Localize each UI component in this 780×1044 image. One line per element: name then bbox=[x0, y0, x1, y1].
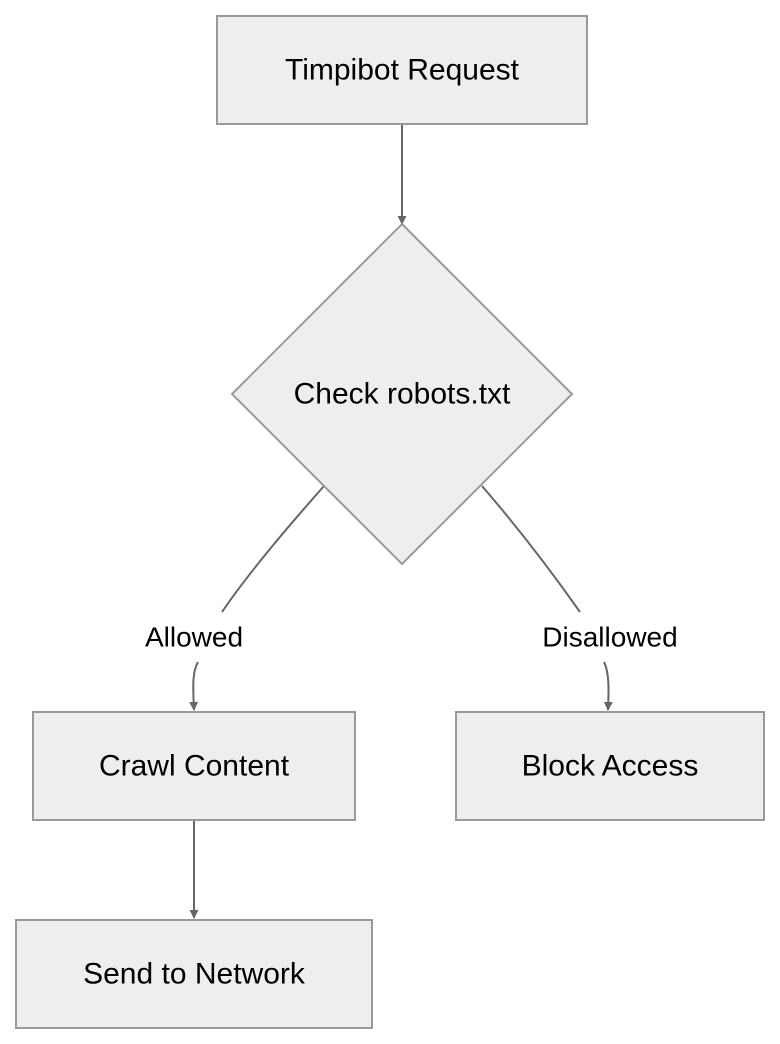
node-timpibot-request: Timpibot Request bbox=[216, 15, 588, 125]
edge-check-to-allowed-label bbox=[221, 485, 325, 613]
node-crawl-content-label: Crawl Content bbox=[99, 750, 290, 783]
node-send-to-network-label: Send to Network bbox=[83, 958, 306, 991]
node-check-robots-label: Check robots.txt bbox=[294, 378, 511, 411]
edge-label-allowed: Allowed bbox=[145, 622, 243, 653]
node-send-to-network: Send to Network bbox=[15, 919, 373, 1029]
edge-disallowed-label-to-block bbox=[603, 661, 613, 711]
node-timpibot-request-label: Timpibot Request bbox=[285, 54, 520, 87]
edge-label-disallowed: Disallowed bbox=[542, 622, 677, 653]
node-block-access-label: Block Access bbox=[522, 750, 699, 783]
node-crawl-content: Crawl Content bbox=[32, 711, 356, 821]
node-block-access: Block Access bbox=[455, 711, 765, 821]
edge-check-to-disallowed-label bbox=[481, 485, 581, 613]
edge-allowed-label-to-crawl bbox=[189, 661, 199, 711]
node-check-robots: Check robots.txt bbox=[230, 222, 574, 566]
